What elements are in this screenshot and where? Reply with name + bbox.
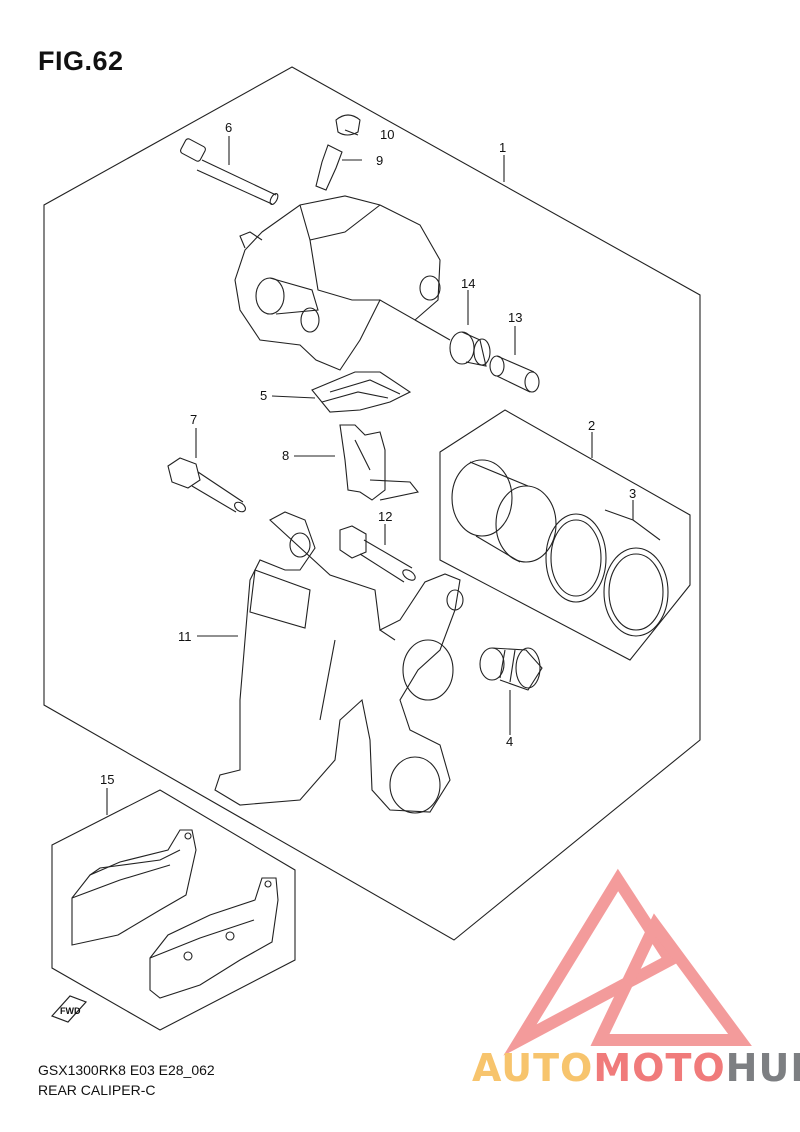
watermark-logo-icon <box>503 868 752 1056</box>
assembly-outline-1 <box>43 66 701 941</box>
assembly-outline-2 <box>439 409 691 661</box>
callout-8: 8 <box>282 448 289 463</box>
callout-2: 2 <box>588 418 595 433</box>
watermark-part-auto: AUTO <box>472 1046 594 1090</box>
figure-title: FIG.62 <box>38 46 124 76</box>
part-8-pad-retainer <box>339 424 419 501</box>
part-10-bleeder-cap <box>335 114 361 136</box>
callout-13: 13 <box>508 310 522 325</box>
callout-3: 3 <box>629 486 636 501</box>
part-6-pin-bolt <box>180 138 279 206</box>
fwd-label: FWD <box>60 1006 81 1016</box>
fwd-arrow-icon: FWD <box>50 995 88 1023</box>
model-code: GSX1300RK8 E03 E28_062 <box>38 1062 215 1078</box>
callout-5: 5 <box>260 388 267 403</box>
part-12-bolt <box>339 525 416 583</box>
callout-6: 6 <box>225 120 232 135</box>
part-7-bolt <box>167 457 246 513</box>
part-2-piston <box>451 459 557 563</box>
callout-12: 12 <box>378 509 392 524</box>
part-4-boot <box>479 647 543 691</box>
part-3-seals <box>545 513 669 637</box>
callout-1: 1 <box>499 140 506 155</box>
caliper-body <box>234 195 451 371</box>
callout-15: 15 <box>100 772 114 787</box>
callout-11: 11 <box>178 629 192 644</box>
callout-14: 14 <box>461 276 475 291</box>
callout-4: 4 <box>506 734 513 749</box>
part-13-sleeve <box>489 355 540 393</box>
callout-7: 7 <box>190 412 197 427</box>
callout-9: 9 <box>376 153 383 168</box>
part-15-brake-pads <box>71 829 279 999</box>
callout-10: 10 <box>380 127 394 142</box>
part-5-pad-spring <box>311 371 412 413</box>
part-9-bleeder-valve <box>315 144 343 191</box>
watermark-part-hub: HUB <box>725 1046 800 1090</box>
watermark-text: AUTOMOTOHUB <box>472 1046 800 1090</box>
part-11-bracket <box>214 511 464 814</box>
figure-subtitle: REAR CALIPER-C <box>38 1082 156 1098</box>
watermark-part-moto: MOTO <box>593 1046 726 1090</box>
part-14-boot <box>449 331 491 367</box>
assembly-outline-15 <box>51 789 296 1031</box>
